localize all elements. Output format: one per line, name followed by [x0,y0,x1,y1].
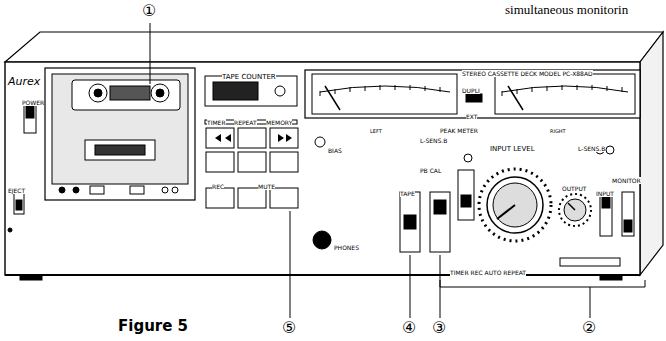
panel-label: TAPE [400,190,415,197]
panel-label-holder: MEMORY [266,112,292,128]
panel-label-holder: PB CAL [420,160,441,176]
body-text-holder: simultaneous monitorin [505,1,628,17]
panel-label: TIMER REC AUTO REPEAT [450,269,526,276]
panel-label-holder: MUTE [258,176,275,192]
callout-number: ⑤ [282,318,296,337]
panel-label: INPUT [596,190,614,197]
panel-label-holder: INPUT [596,183,614,199]
callout-number: ④ [402,318,416,337]
panel-label-holder: PEAK METER [440,120,478,136]
figure-caption-holder: Figure 5 [118,318,188,334]
panel-label: PB CAL [420,167,441,174]
panel-label-holder: Aurex [8,72,40,88]
panel-label: EXT [466,113,477,120]
panel-label-holder: LEFT [370,120,382,136]
callout-number-holder: ⑤ [282,320,296,336]
body-text: simultaneous monitorin [505,2,628,17]
panel-label: Aurex [8,75,40,88]
panel-label: L-SENS.B [420,137,447,144]
panel-label-holder: BIAS [328,140,342,156]
panel-label: MONITOR [612,177,641,184]
callout-number: ① [142,1,156,20]
panel-label: POWER [22,99,44,106]
callout-number: ③ [432,318,446,337]
panel-label-holder: STEREO CASSETTE DECK MODEL PC-X88AD [462,63,593,79]
panel-label-holder: REC [212,176,224,192]
panel-label-holder: TAPE [400,183,415,199]
panel-label: L-SENS.B [578,145,605,152]
panel-label: REC [212,183,224,190]
panel-label-holder: POWER [22,92,44,108]
callout-number-holder: ② [582,320,596,336]
panel-label-holder: MONITOR [612,170,641,186]
panel-label-holder: PHONES [334,237,359,253]
callout-number-holder: ① [142,3,156,19]
panel-label-holder: EXT [466,106,477,122]
callout-number-holder: ③ [432,320,446,336]
panel-label-holder: DUPLI [462,80,480,96]
panel-label: RIGHT [550,128,566,134]
panel-label-holder: TIMER REC AUTO REPEAT [450,262,526,278]
callout-number: ② [582,318,596,337]
panel-label: DUPLI [462,87,480,94]
panel-label-holder: L-SENS.B [578,138,605,154]
panel-label: TIMER [207,119,226,126]
panel-label-holder: TIMER [207,112,226,128]
panel-label: REPEAT [234,119,257,126]
panel-label-holder: EJECT [8,180,25,196]
panel-label: INPUT LEVEL [490,145,535,153]
panel-label: PEAK METER [440,127,478,134]
panel-label-holder: REPEAT [234,112,257,128]
panel-label: STEREO CASSETTE DECK MODEL PC-X88AD [462,70,593,77]
panel-label: MEMORY [266,119,292,126]
panel-label: EJECT [8,187,25,194]
panel-label: MUTE [258,183,275,190]
panel-label: BIAS [328,147,342,154]
panel-label: TAPE COUNTER [222,73,276,81]
figure-caption: Figure 5 [118,317,188,335]
panel-label-holder: INPUT LEVEL [490,138,535,154]
panel-label-holder: TAPE COUNTER [222,66,276,82]
panel-label: OUTPUT [562,185,586,192]
panel-label-holder: RIGHT [550,120,566,136]
callout-number-holder: ④ [402,320,416,336]
panel-label: LEFT [370,128,382,134]
panel-label-holder: OUTPUT [562,178,586,194]
panel-label: PHONES [334,244,359,251]
